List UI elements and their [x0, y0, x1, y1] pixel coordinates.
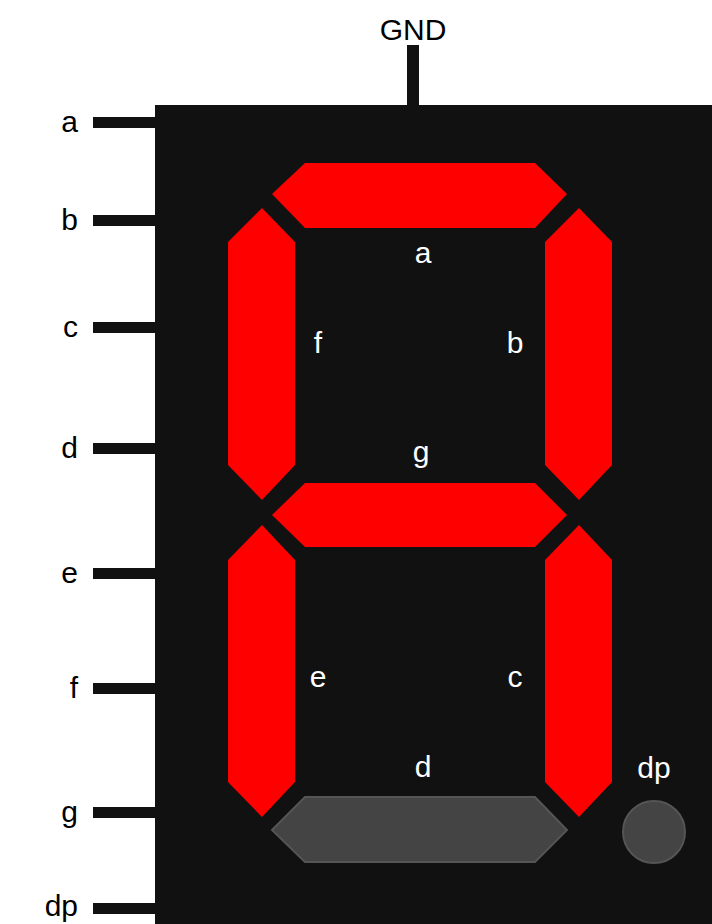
pin-label: c: [63, 312, 78, 342]
pin-label: a: [61, 107, 78, 137]
segment-label: f: [314, 328, 322, 358]
segment-label: dp: [637, 753, 670, 783]
gnd-label: GND: [380, 15, 447, 45]
pin-label: g: [61, 797, 78, 827]
gnd-pin: [407, 45, 419, 107]
lit-segments: [228, 163, 612, 817]
segment-label: g: [413, 437, 430, 467]
pin-label: d: [61, 433, 78, 463]
pin-label: e: [61, 558, 78, 588]
segment-label: b: [507, 328, 524, 358]
pin-label: dp: [45, 891, 78, 921]
segment-label: c: [508, 662, 523, 692]
display-body: [155, 105, 712, 924]
unlit-segment: [272, 797, 567, 862]
segment-label: e: [310, 662, 327, 692]
unlit-decimal-point: [623, 801, 685, 863]
segment-label: a: [415, 238, 432, 268]
pin-label: f: [70, 673, 78, 703]
segment-pins: [93, 117, 157, 914]
segment-label: d: [415, 752, 432, 782]
pin-label: b: [61, 205, 78, 235]
